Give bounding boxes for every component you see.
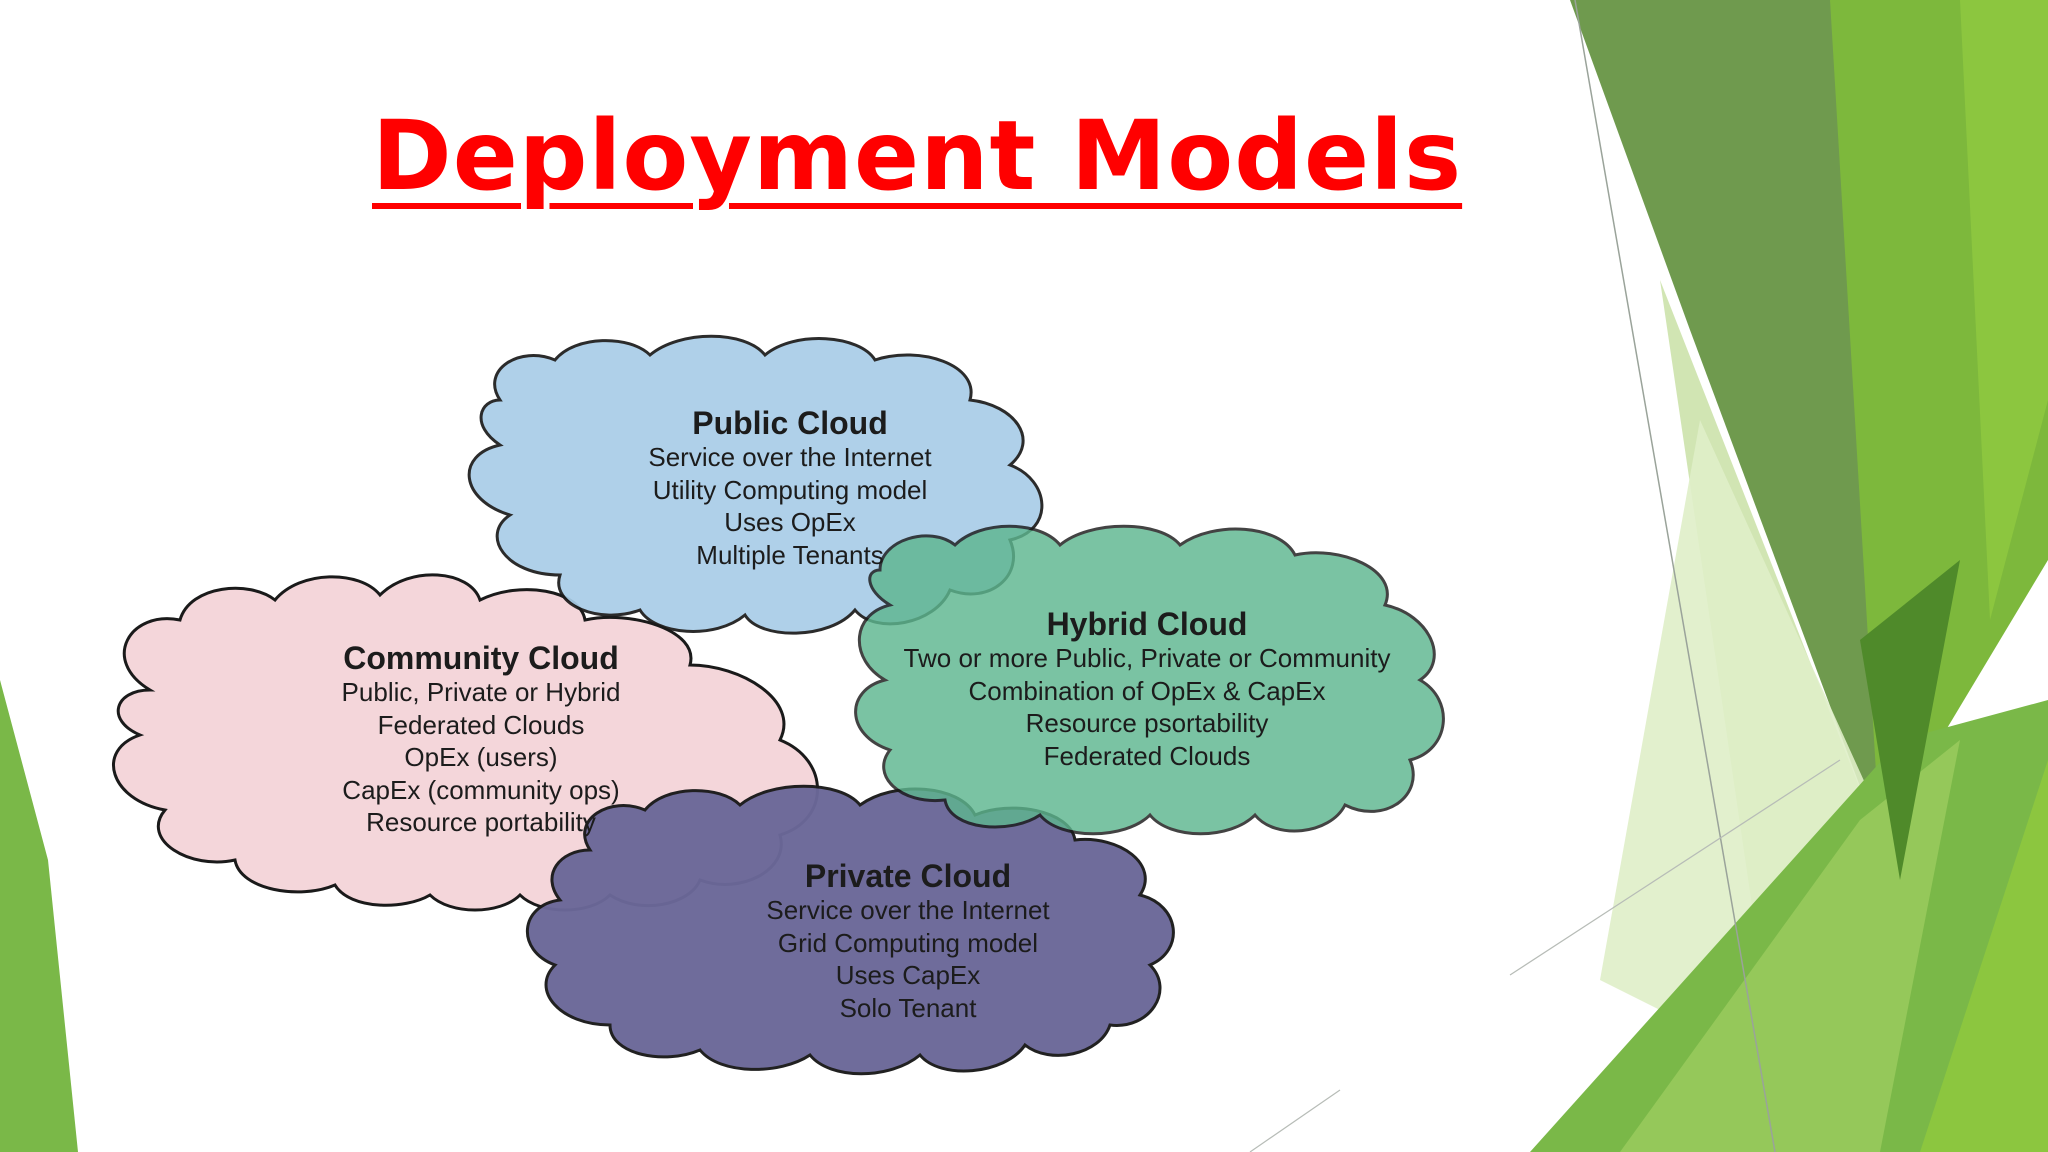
community-cloud-heading: Community Cloud [343,640,619,676]
right-facet-deep [1860,560,1960,880]
community-cloud-line: Resource portability [366,807,596,837]
slide-title: Deployment Models [372,100,1463,212]
community-cloud-line: Public, Private or Hybrid [341,677,621,707]
hybrid-cloud-line: Two or more Public, Private or Community [903,643,1391,673]
private-cloud-line: Service over the Internet [766,895,1050,925]
decor-line-1 [1574,0,1776,1152]
private-cloud-shape [526,784,1175,1076]
public-cloud-line: Uses OpEx [724,507,856,537]
community-cloud-line: CapEx (community ops) [342,774,620,805]
hybrid-cloud-line: Resource psortability [1025,708,1269,738]
right-facet-bright [1960,0,2048,620]
private-cloud-line: Grid Computing model [777,927,1039,958]
hybrid-cloud-line: Federated Clouds [1043,740,1251,771]
left-green-strip [0,680,78,1152]
public-cloud-text: Public Cloud Service over the Internet U… [648,405,931,571]
right-facet-lower-light [1620,740,1960,1152]
community-cloud-line: Federated Clouds [377,709,585,740]
hybrid-cloud-shape [854,524,1445,836]
public-cloud-line: Service over the Internet [648,442,932,472]
private-cloud-heading: Private Cloud [804,858,1012,894]
decor-line-2 [1509,759,1841,976]
community-cloud-line: OpEx (users) [404,742,558,772]
public-cloud-line: Multiple Tenants [696,539,884,570]
right-facet-bottom [1920,760,2048,1152]
private-cloud-line: Solo Tenant [839,992,977,1023]
right-facet-dark [1570,0,1880,840]
hybrid-cloud-text: Hybrid Cloud Two or more Public, Private… [904,606,1391,772]
public-cloud-line: Utility Computing model [652,474,928,505]
private-cloud-text: Private Cloud Service over the Internet … [766,858,1049,1024]
public-cloud-heading: Public Cloud [692,405,888,441]
hybrid-cloud-line: Combination of OpEx & CapEx [968,675,1326,706]
private-cloud-line: Uses CapEx [835,960,981,990]
community-cloud-text: Community Cloud Public, Private or Hybri… [342,640,621,839]
hybrid-cloud-heading: Hybrid Cloud [1046,606,1248,642]
decor-line-3 [1249,1089,1341,1152]
